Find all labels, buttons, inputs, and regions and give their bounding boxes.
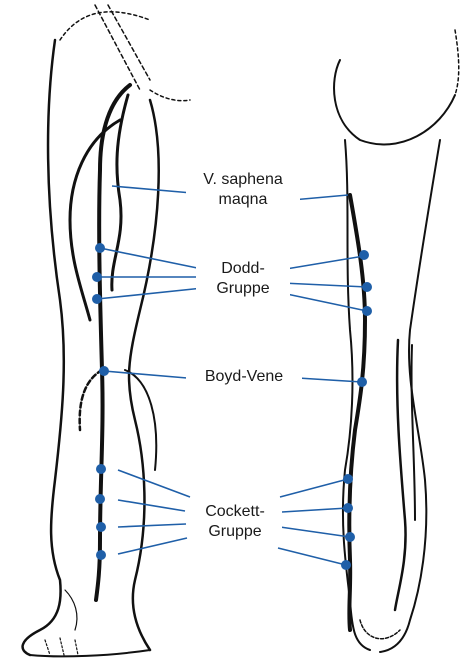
label-cockett-line1: Cockett-	[190, 502, 280, 522]
leader-dodd-right-2	[282, 283, 367, 287]
leader-dodd-right-1	[280, 256, 364, 270]
dodd-left-dot-2	[92, 272, 102, 282]
left-leg-outline	[23, 5, 190, 656]
boyd-left-dot	[99, 366, 109, 376]
cockett-left-dot-4	[96, 550, 106, 560]
boyd-right-dot	[357, 377, 367, 387]
label-cockett-line2: Gruppe	[190, 522, 280, 542]
label-saphena: V. saphena maqna	[186, 170, 300, 210]
label-boyd: Boyd-Vene	[186, 367, 302, 387]
cockett-right-dot-2	[343, 503, 353, 513]
leader-cockett-right-2	[282, 508, 348, 512]
leader-cockett-left-3	[118, 524, 186, 527]
cockett-right-dot-3	[345, 532, 355, 542]
leader-cockett-right-3	[280, 527, 350, 537]
label-dodd-line1: Dodd-	[198, 259, 288, 279]
label-cockett: Cockett- Gruppe	[188, 502, 282, 542]
cockett-right-dot-1	[343, 474, 353, 484]
label-boyd-line1: Boyd-Vene	[188, 367, 300, 387]
leader-cockett-left-2	[118, 500, 185, 511]
leader-cockett-left-1	[118, 470, 190, 497]
right-leg-outline	[334, 30, 459, 652]
leader-saphena-right	[292, 195, 348, 200]
dodd-left-dot-3	[92, 294, 102, 304]
cockett-right-dot-4	[341, 560, 351, 570]
leader-cockett-right-4	[278, 548, 346, 565]
dodd-left-dot-1	[95, 243, 105, 253]
label-saphena-line1: V. saphena	[188, 170, 298, 190]
leader-dodd-right-3	[282, 293, 367, 311]
leader-cockett-left-4	[118, 538, 187, 554]
cockett-left-dot-2	[95, 494, 105, 504]
cockett-left-dot-1	[96, 464, 106, 474]
leader-saphena-left	[112, 186, 192, 193]
label-dodd: Dodd- Gruppe	[196, 259, 290, 299]
dodd-right-dot-3	[362, 306, 372, 316]
label-saphena-line2: maqna	[188, 190, 298, 210]
dodd-right-dot-1	[359, 250, 369, 260]
dodd-right-dot-2	[362, 282, 372, 292]
leader-boyd-left	[104, 371, 187, 378]
leader-cockett-right-1	[280, 479, 348, 497]
label-dodd-line2: Gruppe	[198, 279, 288, 299]
cockett-left-dot-3	[96, 522, 106, 532]
